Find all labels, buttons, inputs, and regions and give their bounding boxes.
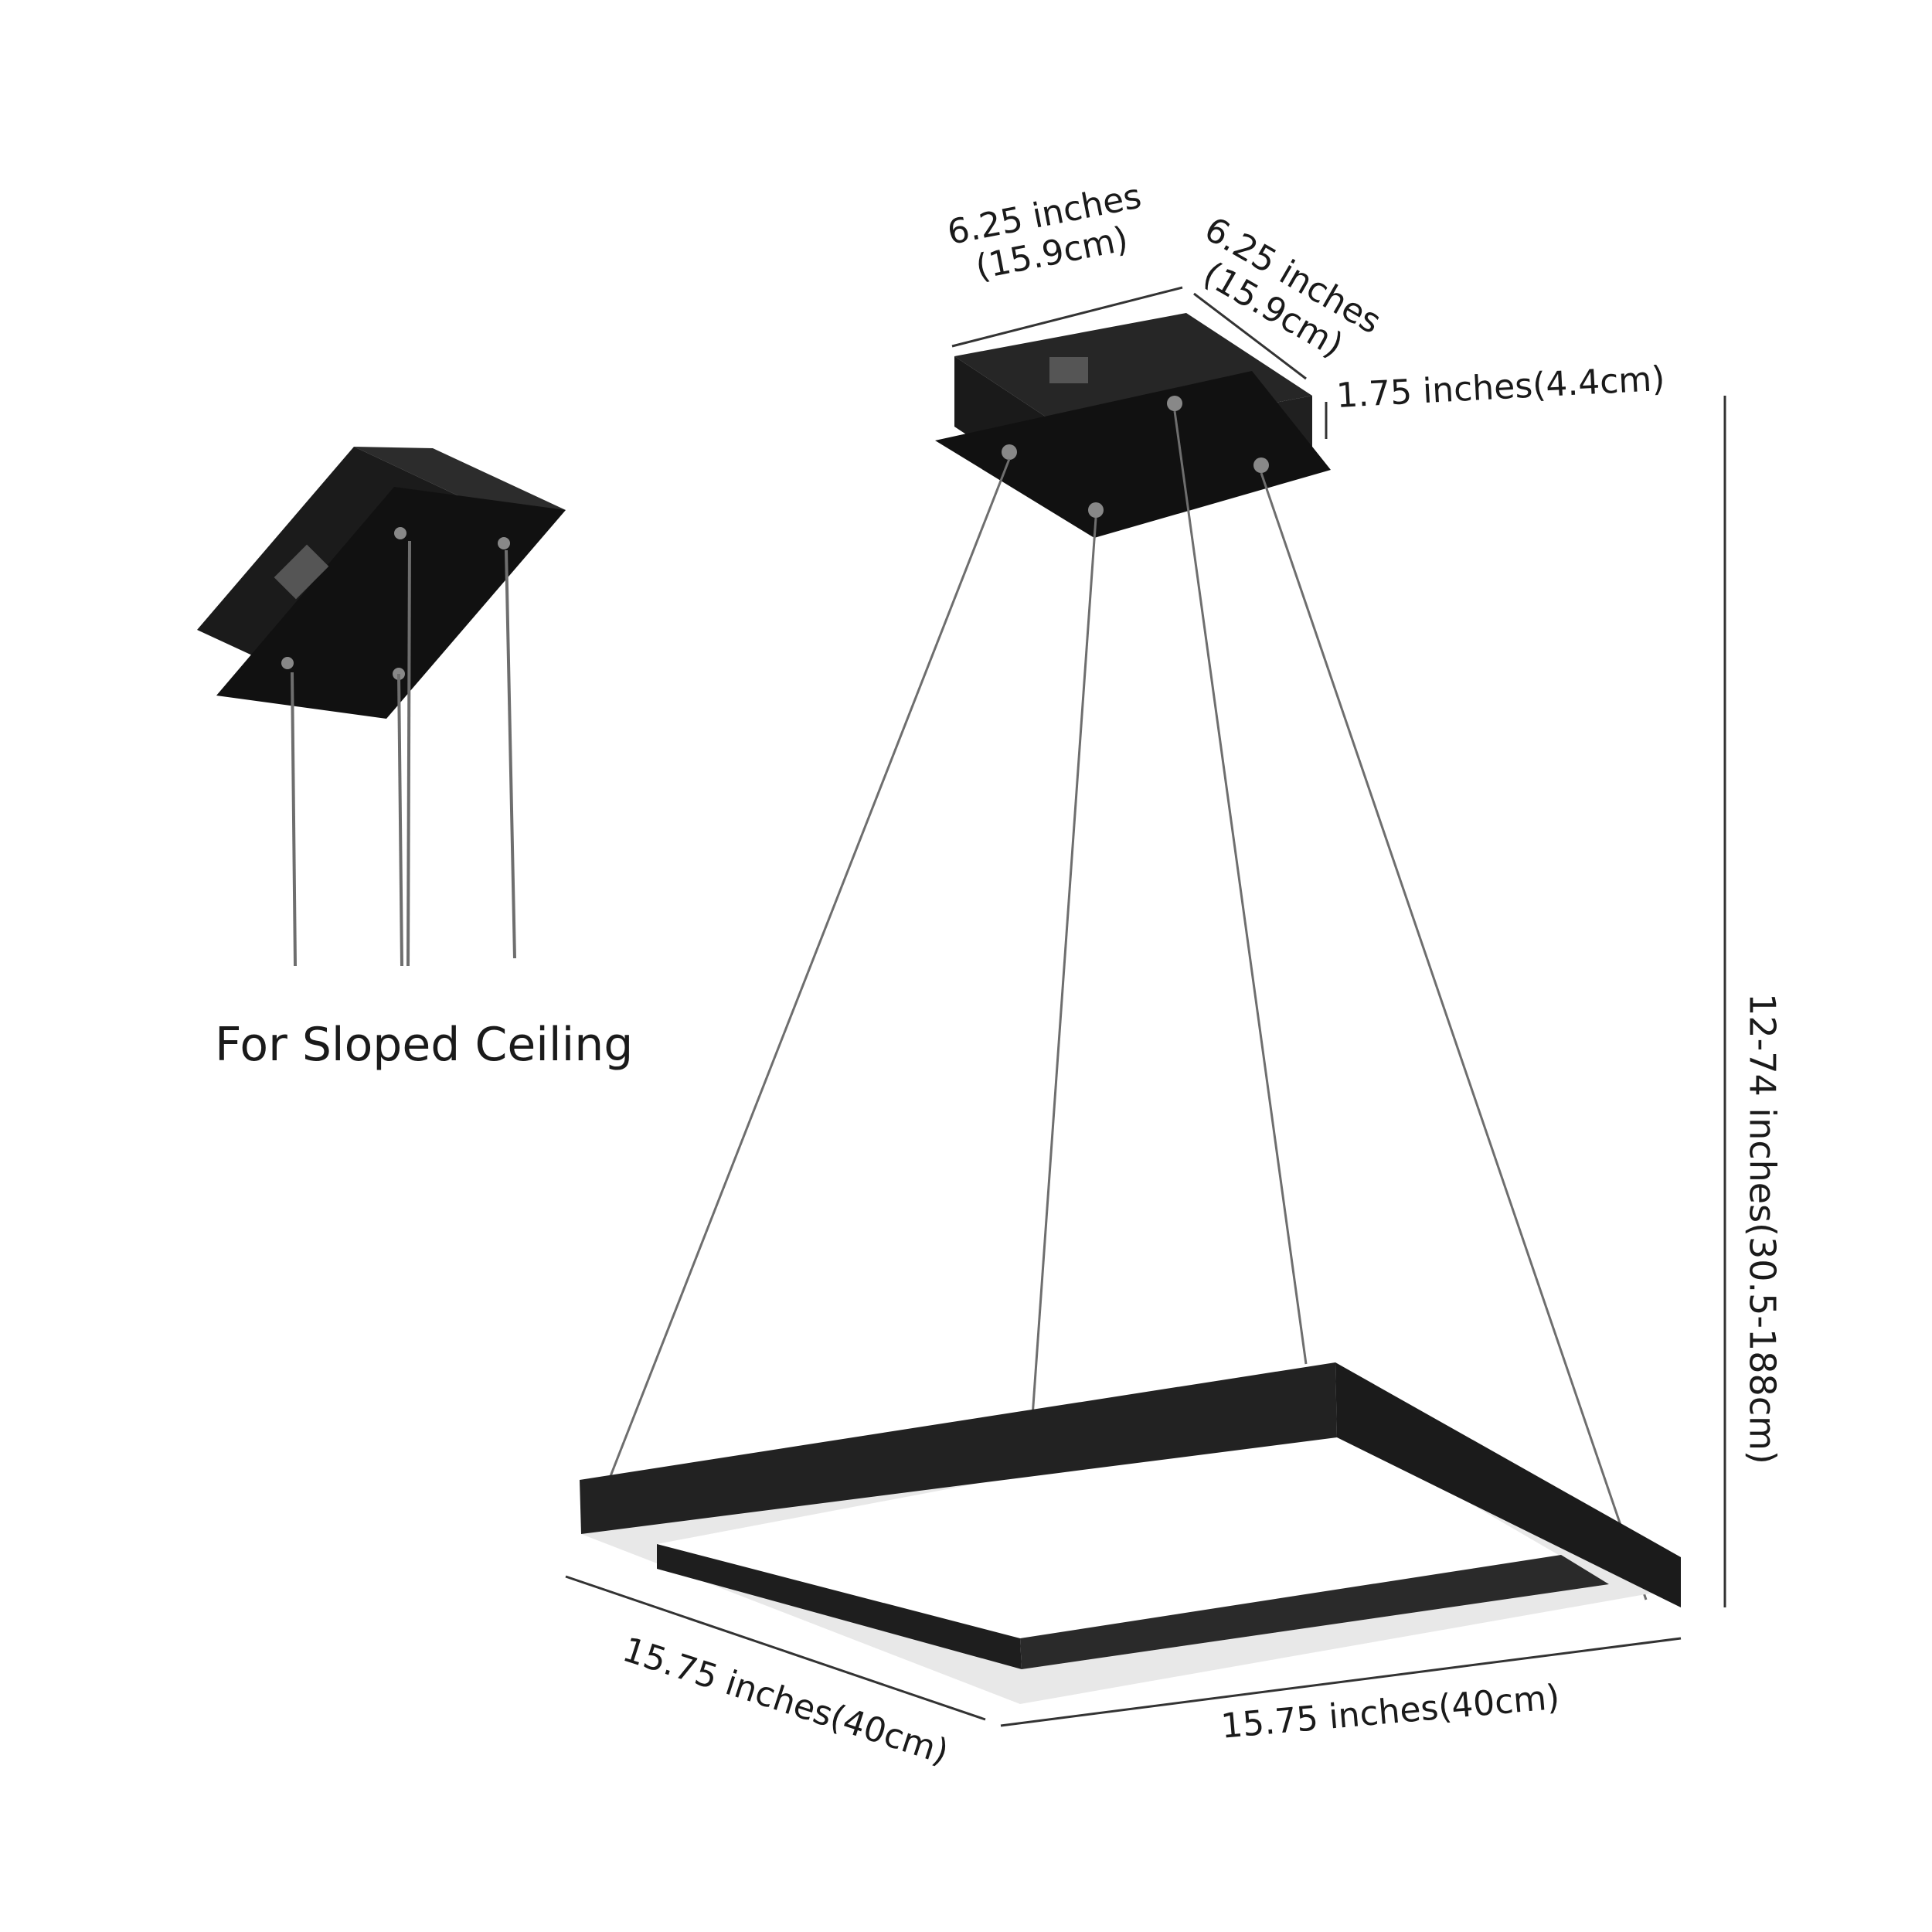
dim-line-frame-width: [1000, 1637, 1682, 1727]
vent-slots: [1049, 357, 1088, 383]
mount-point: [1002, 444, 1017, 460]
suspension-cable: [397, 673, 403, 967]
mount-point: [1167, 396, 1182, 411]
main-canopy: [935, 313, 1331, 538]
vent-slots: [274, 544, 329, 600]
frame-top-bar: [580, 1362, 1337, 1534]
sloped-canopy-top-face: [354, 447, 566, 510]
frame-inner-edge: [1020, 1555, 1609, 1669]
frame-right-bar: [1335, 1362, 1681, 1607]
suspension-cable: [505, 549, 516, 959]
dim-line-canopy-depth: [1193, 292, 1307, 380]
sloped-ceiling-caption: For Sloped Ceiling: [215, 1018, 634, 1072]
sloped-ceiling-canopy: [197, 447, 566, 967]
suspension-cable: [291, 672, 297, 967]
mount-point: [281, 657, 294, 669]
suspension-cable: [406, 540, 411, 967]
square-frame: [580, 1362, 1681, 1704]
mount-point: [1253, 457, 1269, 473]
canopy-plate: [935, 371, 1331, 538]
mount-point: [1088, 502, 1104, 518]
dimension-lines: [565, 286, 1726, 1727]
hanging-height-label: 12-74 inches(30.5-188cm): [1741, 993, 1784, 1464]
dim-line-frame-depth: [565, 1575, 986, 1721]
suspension-cable: [1173, 410, 1308, 1365]
dim-line-canopy-width: [951, 286, 1183, 348]
sloped-canopy-plate: [216, 487, 566, 719]
suspension-cable: [1260, 472, 1648, 1600]
mount-point: [498, 537, 510, 549]
frame-inner-edge: [657, 1544, 1022, 1669]
suspension-cable: [609, 458, 1011, 1477]
mount-point: [394, 527, 406, 539]
